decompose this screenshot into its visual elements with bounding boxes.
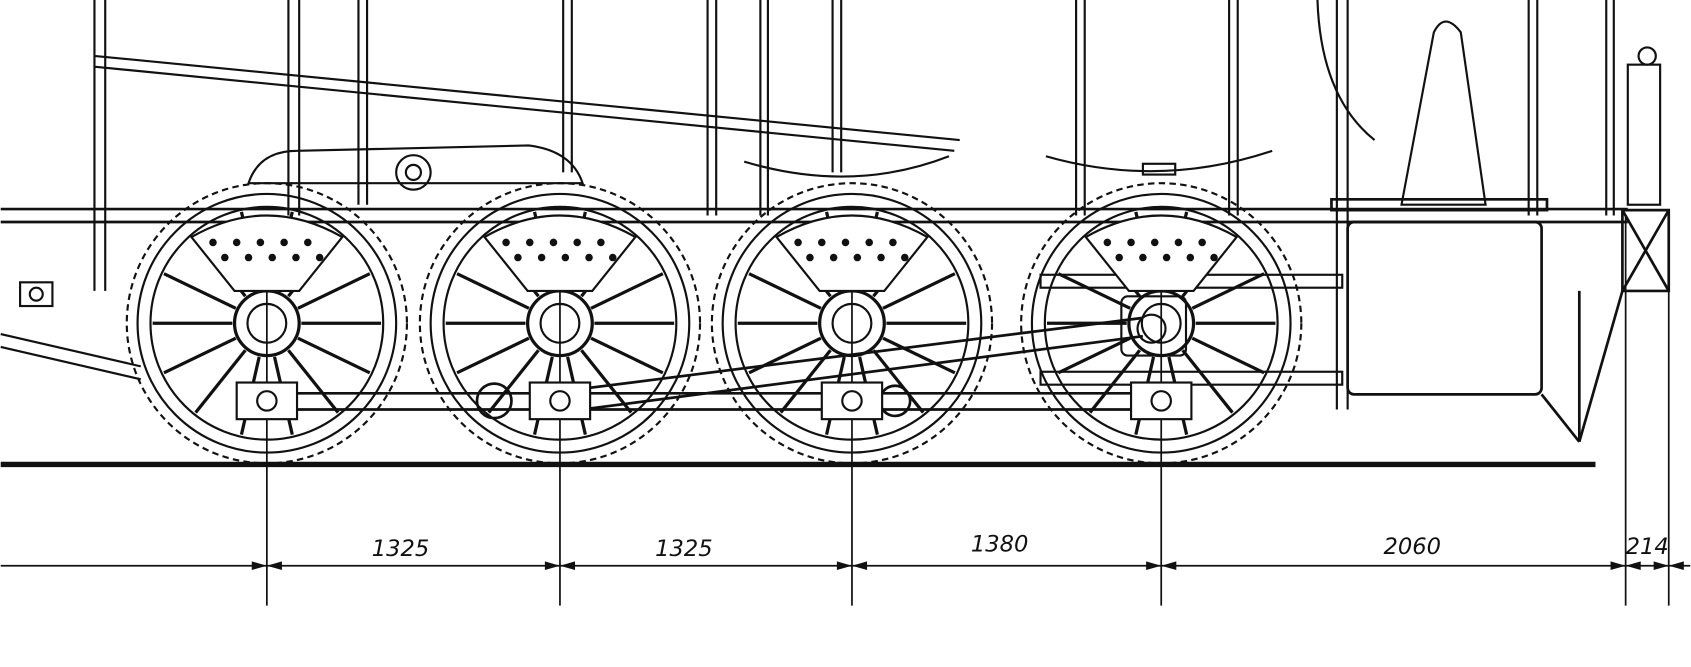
dimension-arrow xyxy=(851,561,868,571)
reach-rod xyxy=(95,54,960,152)
dimension-label-5: 214 xyxy=(1626,534,1669,560)
vertical-rods xyxy=(93,0,1615,410)
dimension-arrow xyxy=(266,561,282,571)
driving-wheel xyxy=(418,182,702,465)
crank-pin xyxy=(528,381,592,421)
dimension-arrow xyxy=(544,561,560,571)
crank-pin xyxy=(1129,381,1193,421)
dimension-arrow xyxy=(1653,561,1669,571)
coupling-rods xyxy=(266,382,1162,420)
dimension-arrow xyxy=(1610,561,1626,571)
dimension-labels: 1325 1325 1380 2060 214 xyxy=(372,532,1669,562)
dimension-label-1: 1325 xyxy=(372,536,430,562)
dimension-arrow xyxy=(251,561,267,571)
dimension-arrow xyxy=(836,561,852,571)
dimension-arrow xyxy=(1161,561,1177,571)
driving-wheel xyxy=(1020,182,1303,465)
driving-wheel xyxy=(125,182,409,465)
driving-wheel xyxy=(710,182,994,465)
dimension-arrow xyxy=(1625,561,1641,571)
crank-pin xyxy=(235,381,299,421)
front-fitting xyxy=(0,46,1662,381)
dimension-label-3: 1380 xyxy=(971,532,1029,558)
pipe xyxy=(1316,0,1376,141)
dimension-label-4: 2060 xyxy=(1384,534,1442,560)
dimension-arrow xyxy=(1146,561,1162,571)
dimension-arrow xyxy=(1668,561,1684,571)
dimension-label-2: 1325 xyxy=(655,536,713,562)
sand-dome xyxy=(1400,20,1487,206)
crank-pin xyxy=(820,381,884,421)
leaf-springs xyxy=(247,144,1273,191)
dimension-arrow xyxy=(559,561,576,571)
